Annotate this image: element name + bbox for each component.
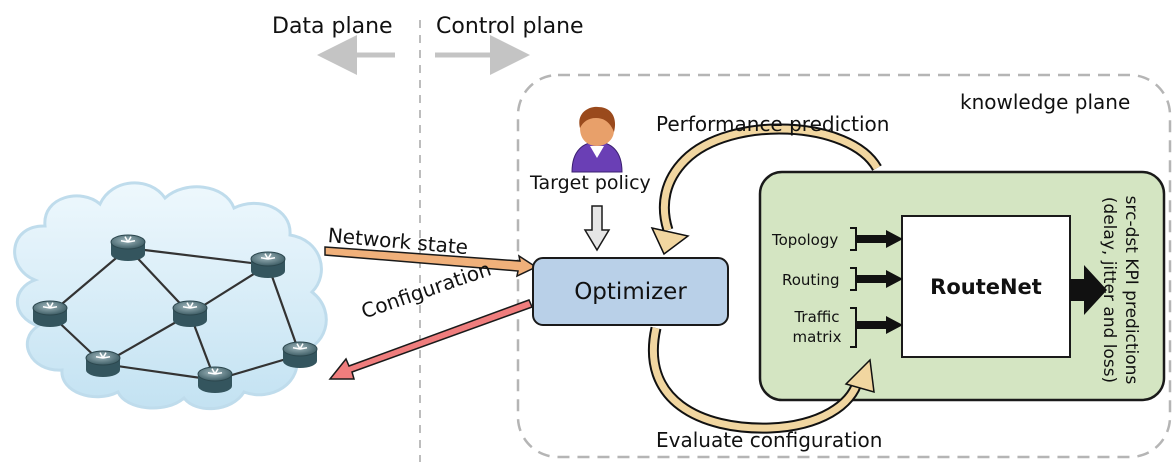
evaluate-configuration-label: Evaluate configuration	[656, 428, 883, 452]
performance-prediction-label: Performance prediction	[656, 112, 890, 136]
routenet-box	[901, 215, 1071, 358]
routenet-label: RouteNet	[930, 274, 1042, 299]
network-cloud-icon	[13, 181, 328, 411]
input-topology-label: Topology	[772, 231, 839, 249]
control-plane-label: Control plane	[436, 14, 584, 39]
optimizer-label: Optimizer	[574, 278, 687, 305]
router-icon	[32, 300, 68, 327]
user-icon	[571, 106, 623, 173]
target-policy-arrow	[583, 205, 611, 252]
router-icon	[85, 350, 121, 377]
performance-prediction-arrowhead	[650, 226, 690, 256]
configuration-arrow	[328, 299, 534, 380]
kpi-output-arrow	[1070, 265, 1107, 315]
knowledge-plane-title: knowledge plane	[960, 90, 1131, 114]
target-policy-label: Target policy	[530, 172, 651, 194]
kpi-output-line1: src-dst KPI predictions	[1121, 195, 1141, 385]
router-icon	[110, 234, 146, 261]
evaluate-configuration-arrowhead	[844, 358, 875, 394]
router-icon	[197, 366, 233, 393]
network-state-arrow	[324, 246, 538, 278]
input-traffic-matrix-label: Traffic matrix	[792, 308, 842, 346]
routenet-inputs	[850, 227, 903, 348]
input-routing-label: Routing	[782, 271, 840, 289]
router-icon	[250, 251, 286, 278]
router-icon	[172, 300, 208, 327]
data-plane-label: Data plane	[272, 14, 393, 39]
router-icon	[282, 341, 318, 368]
kpi-output-line2: (delay, jitter and loss)	[1099, 196, 1119, 384]
optimizer-box	[532, 257, 729, 326]
